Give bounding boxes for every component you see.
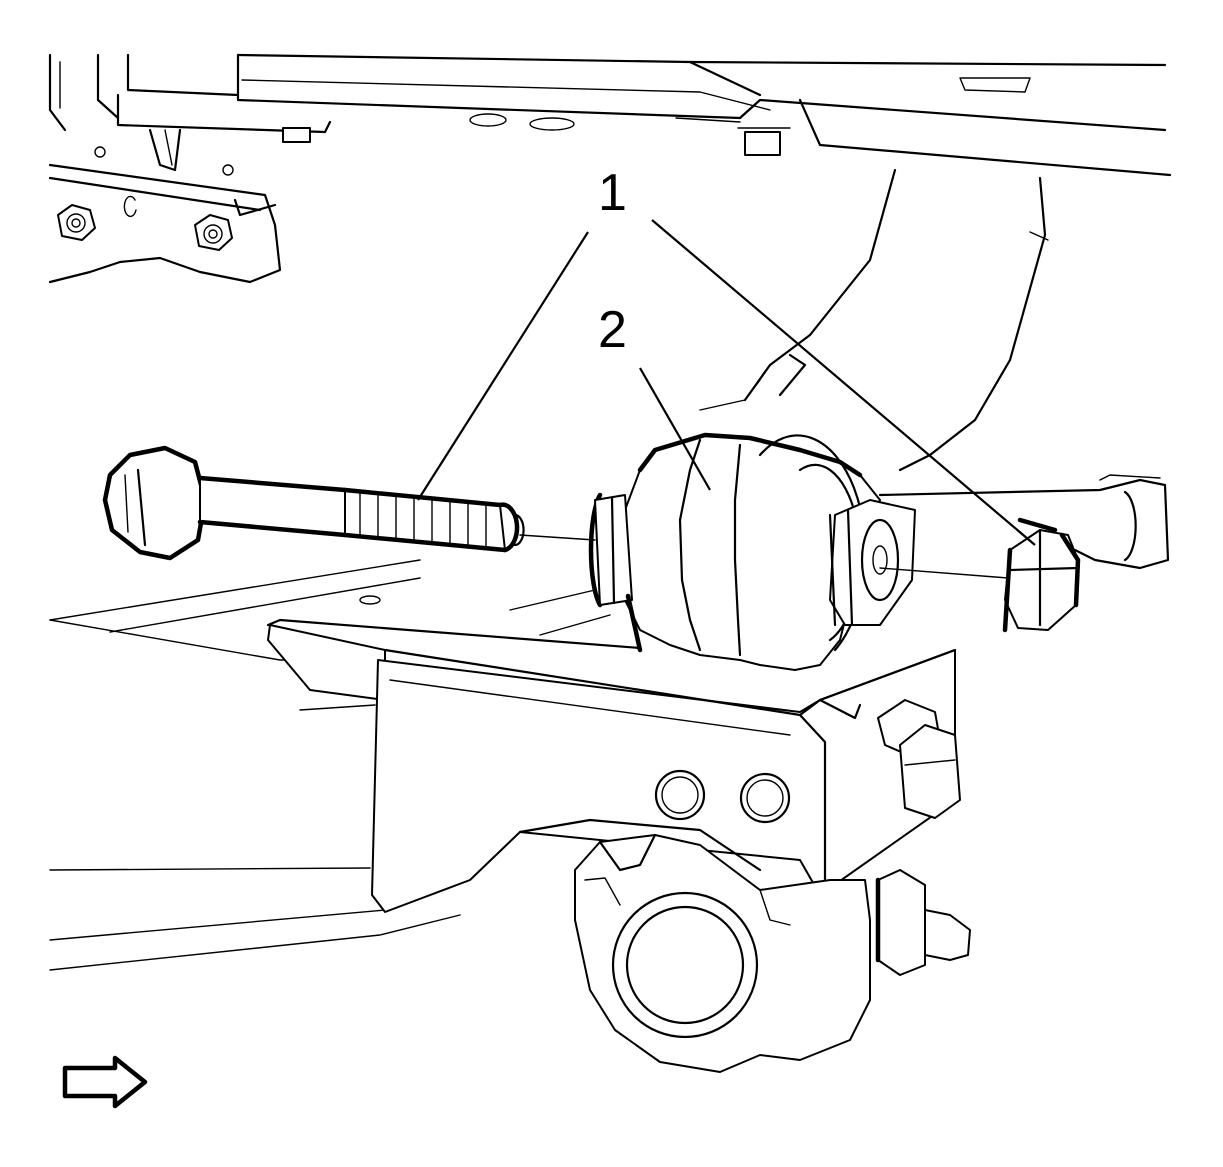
leader-2-to-bushing — [639, 367, 711, 491]
mounting-bracket — [266, 618, 961, 913]
bushing — [588, 432, 916, 671]
leader-1-to-bolt — [417, 231, 589, 501]
stabilizer-clamp — [574, 833, 971, 1073]
bushing-inner-sleeve — [828, 499, 916, 627]
right-arrow-icon — [62, 1055, 148, 1109]
clamp-bore — [611, 891, 759, 1039]
callout-2: 2 — [598, 301, 627, 359]
bracket-nut-right — [194, 214, 233, 251]
upper-frame-rail — [48, 53, 1172, 177]
bracket-nut-left — [57, 204, 96, 241]
bracket-hole-left — [654, 769, 706, 821]
bracket-side-bolt — [877, 699, 961, 819]
flange-nut — [1002, 517, 1081, 633]
leader-1-to-nut — [651, 219, 1036, 546]
bracket-hole-right — [739, 772, 791, 824]
bolt-axis-line — [519, 534, 1009, 579]
callout-1: 1 — [598, 164, 627, 222]
upper-left-bracket — [48, 128, 282, 284]
clamp-nut — [875, 869, 971, 976]
control-arm — [699, 168, 1170, 570]
bolt — [102, 445, 525, 561]
lower-frame-member — [49, 559, 611, 971]
leader-lines — [417, 219, 1036, 546]
